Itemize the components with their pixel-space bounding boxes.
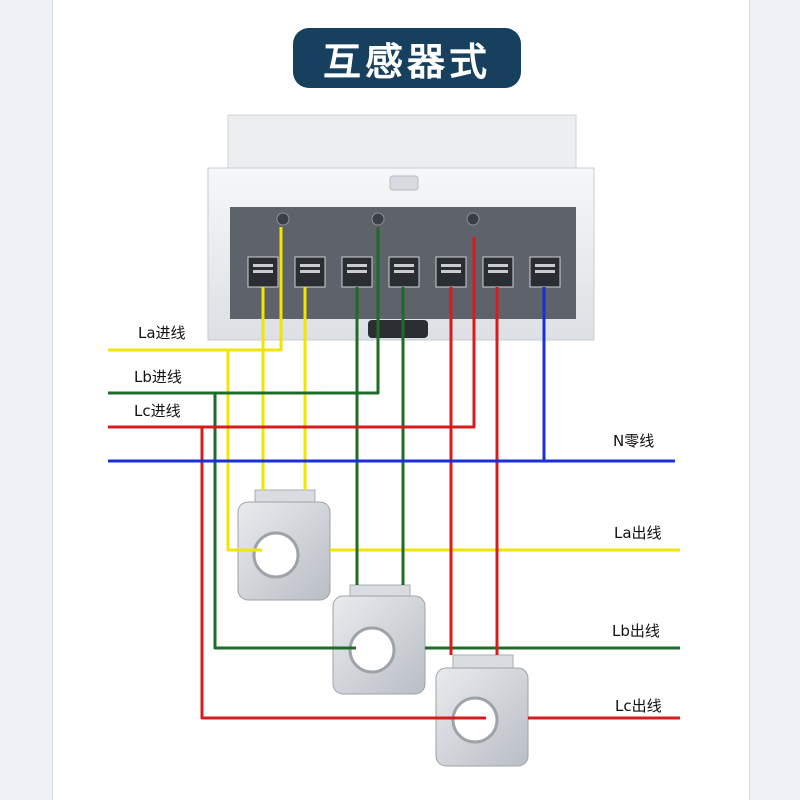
current-transformer-a bbox=[237, 489, 331, 601]
meter-clip bbox=[389, 175, 419, 191]
lc-wire bbox=[108, 237, 680, 720]
la-in-label: La进线 bbox=[138, 324, 186, 342]
lb-wire bbox=[108, 227, 680, 650]
lb-in-label: Lb进线 bbox=[134, 368, 182, 386]
n-line-label: N零线 bbox=[613, 432, 655, 450]
indicator-led bbox=[371, 212, 385, 226]
title-badge: 互感器式 bbox=[293, 28, 521, 88]
n-wire bbox=[108, 287, 675, 463]
lc-out-label: Lc出线 bbox=[615, 697, 662, 715]
lb-out-label: Lb出线 bbox=[612, 622, 660, 640]
lc-in-label: Lc进线 bbox=[134, 402, 181, 420]
indicator-led bbox=[466, 212, 480, 226]
current-transformer-c bbox=[435, 654, 529, 767]
current-transformer-b bbox=[332, 584, 426, 695]
meter-device bbox=[207, 114, 595, 341]
meter-rail-clip bbox=[368, 320, 428, 338]
indicator-led bbox=[276, 212, 290, 226]
terminal-sockets bbox=[247, 256, 561, 288]
la-wire bbox=[108, 227, 680, 552]
la-out-label: La出线 bbox=[614, 524, 662, 542]
